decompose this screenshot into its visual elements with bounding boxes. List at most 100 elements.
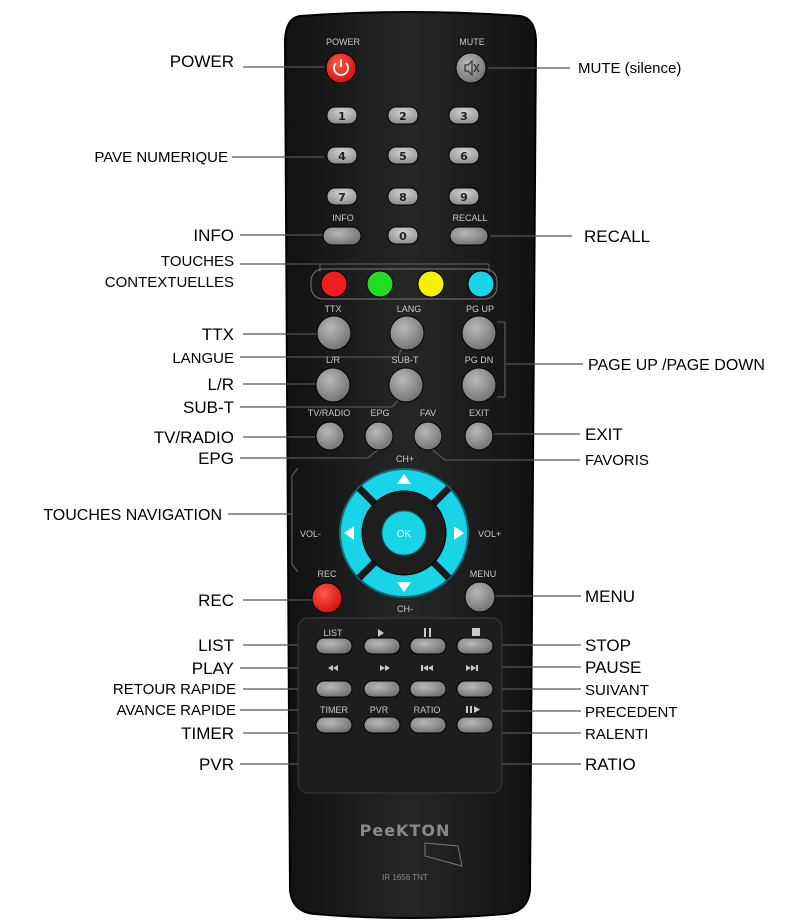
power-button[interactable] <box>325 52 357 84</box>
subt-button[interactable] <box>388 367 424 403</box>
list-button[interactable] <box>315 637 353 655</box>
ttx-button[interactable] <box>316 315 352 351</box>
red-key-button[interactable] <box>320 270 348 298</box>
arrow-down-icon[interactable] <box>397 582 411 592</box>
page-up-button[interactable] <box>461 315 497 351</box>
key-label-lr: L/R <box>326 355 341 365</box>
key-6-button[interactable] <box>448 146 480 165</box>
rec-button[interactable] <box>311 582 343 614</box>
callout-langue: LANGUE <box>172 350 234 367</box>
recall-button[interactable] <box>449 226 489 246</box>
next-button[interactable] <box>456 680 494 698</box>
color-keys-frame <box>310 268 498 300</box>
mute-button[interactable] <box>455 52 487 84</box>
pause-button[interactable] <box>409 637 447 655</box>
digit-4: 4 <box>338 150 346 163</box>
key-label-lang: LANG <box>397 304 422 314</box>
key-0-button[interactable] <box>387 226 419 245</box>
arrow-left-icon[interactable] <box>344 526 354 540</box>
key-5-button[interactable] <box>387 146 419 165</box>
pvr-button[interactable] <box>363 716 401 734</box>
key-label-ttx: TTX <box>325 304 342 314</box>
callout-context-line1: TOUCHES <box>161 253 234 270</box>
callout-slow: RALENTI <box>585 726 648 743</box>
previous-button[interactable] <box>409 680 447 698</box>
key-4-button[interactable] <box>326 146 358 165</box>
yellow-key-button[interactable] <box>417 270 445 298</box>
key-8-button[interactable] <box>387 187 419 206</box>
key-label-timer: TIMER <box>320 705 348 715</box>
lang-button[interactable] <box>389 315 425 351</box>
stop-button[interactable] <box>456 637 494 655</box>
fast-forward-symbol-icon <box>380 665 390 671</box>
callout-lr: L/R <box>208 375 234 394</box>
ok-button[interactable] <box>381 510 427 556</box>
callout-page: PAGE UP /PAGE DOWN <box>588 357 765 374</box>
rewind-symbol-icon <box>328 665 338 671</box>
slow-symbol-icon <box>466 706 480 713</box>
key-7-button[interactable] <box>326 187 358 206</box>
callout-subt: SUB-T <box>183 398 234 417</box>
digit-7: 7 <box>338 191 346 204</box>
key-label-info: INFO <box>332 213 354 223</box>
brand-logo: PeeKTON <box>360 821 451 840</box>
slow-button[interactable] <box>456 716 494 734</box>
callout-pause: PAUSE <box>585 658 641 677</box>
callout-previous: PRECEDENT <box>585 704 678 721</box>
arrow-up-icon[interactable] <box>397 474 411 484</box>
key-label-exit: EXIT <box>469 408 490 418</box>
digit-8: 8 <box>399 191 407 204</box>
pause-symbol-icon <box>424 628 431 637</box>
rewind-button[interactable] <box>315 680 353 698</box>
info-button[interactable] <box>322 226 362 246</box>
callout-recall: RECALL <box>584 227 650 246</box>
lr-button[interactable] <box>315 367 351 403</box>
callout-ratio: RATIO <box>585 755 636 774</box>
cyan-key-button[interactable] <box>467 270 495 298</box>
key-3-button[interactable] <box>448 106 480 125</box>
page-down-button[interactable] <box>461 367 497 403</box>
digit-9: 9 <box>460 191 468 204</box>
key-9-button[interactable] <box>448 187 480 206</box>
key-label-recall: RECALL <box>452 213 487 223</box>
key-label-vol-plus: VOL+ <box>478 529 501 539</box>
callout-tvradio: TV/RADIO <box>154 428 234 447</box>
ratio-button[interactable] <box>409 716 447 734</box>
key-label-mute: MUTE <box>459 37 485 47</box>
key-label-ch-minus: CH- <box>397 604 413 614</box>
digit-3: 3 <box>460 110 468 123</box>
callout-favoris: FAVORIS <box>585 452 649 469</box>
key-1-button[interactable] <box>326 106 358 125</box>
key-label-ch-plus: CH+ <box>396 454 414 464</box>
key-2-button[interactable] <box>387 106 419 125</box>
digit-2: 2 <box>399 110 407 123</box>
key-label-pvr: PVR <box>370 705 389 715</box>
nav-dividers <box>356 485 452 581</box>
key-label-vol-minus: VOL- <box>300 529 321 539</box>
callout-ttx: TTX <box>202 325 234 344</box>
callout-list: LIST <box>198 636 234 655</box>
fast-forward-button[interactable] <box>363 680 401 698</box>
callout-power: POWER <box>170 52 234 71</box>
mute-icon <box>464 59 480 77</box>
key-label-epg: EPG <box>370 408 389 418</box>
fav-button[interactable] <box>413 421 443 451</box>
ir-window <box>424 842 463 867</box>
green-key-button[interactable] <box>366 270 394 298</box>
callout-context-line2: CONTEXTUELLES <box>105 274 234 291</box>
exit-button[interactable] <box>464 421 494 451</box>
play-button[interactable] <box>363 637 401 655</box>
arrow-right-icon[interactable] <box>454 526 464 540</box>
callout-epg: EPG <box>198 449 234 468</box>
menu-button[interactable] <box>464 581 496 613</box>
digit-1: 1 <box>338 110 346 123</box>
transport-panel <box>297 617 503 794</box>
key-label-fav: FAV <box>420 408 436 418</box>
callout-menu: MENU <box>585 587 635 606</box>
epg-button[interactable] <box>364 421 394 451</box>
callout-rec: REC <box>198 591 234 610</box>
key-label-power: POWER <box>326 37 361 47</box>
key-label-subt: SUB-T <box>392 355 420 365</box>
timer-button[interactable] <box>315 716 353 734</box>
tv-radio-button[interactable] <box>315 421 345 451</box>
